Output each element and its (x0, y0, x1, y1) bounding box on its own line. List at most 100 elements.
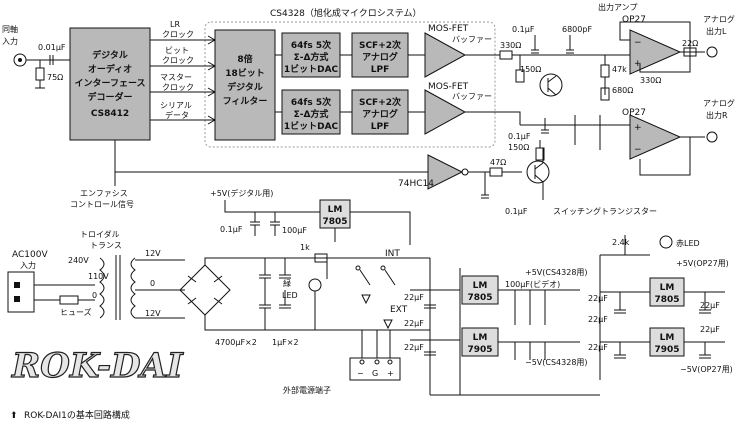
input-cap-label: 0.01μF (38, 43, 66, 52)
c-22a: 22μF (404, 293, 424, 302)
filter-l2: 18ビット (225, 67, 265, 79)
out-l-2: 出力L (706, 26, 727, 36)
reg-c2: 7805 (654, 295, 679, 305)
r-150-r: 150Ω (508, 143, 529, 152)
input-capacitor (49, 55, 54, 65)
ext-label: EXT (390, 305, 408, 315)
c-100-dig: 100μF (282, 226, 307, 235)
amp-label: 出力アンプ (598, 2, 637, 12)
out-r-1: アナログ (703, 98, 735, 108)
c-22h: 22μF (700, 325, 720, 334)
lm7805-top-1: LM (328, 205, 343, 215)
m5-cs: −5V(CS4328用) (525, 358, 588, 367)
receiver-l1: デジタル (92, 49, 128, 61)
ext-term-label: 外部電源端子 (283, 385, 331, 395)
sig-bit-2: クロック (162, 56, 194, 65)
ext-terminal-block (349, 357, 401, 381)
op-r-label: OP27 (622, 108, 646, 118)
c-6800: 6800pF (562, 25, 592, 34)
c-01-r: 0.1μF (508, 132, 531, 141)
dac-r-l2: Σ-Δ方式 (294, 108, 329, 120)
cs4328-frame (204, 21, 496, 148)
buffer-r-l1: MOS-FET (428, 82, 469, 92)
sig-bit-1: ビット (165, 46, 189, 55)
dac-l-l3: 1ビットDAC (284, 63, 339, 75)
toroidal-2: トランス (90, 241, 122, 250)
reg-a2: 7805 (467, 293, 492, 303)
receiver-l5: CS8412 (91, 109, 129, 119)
c-22e: 22μF (588, 315, 608, 324)
reg-b2: 7905 (467, 345, 492, 355)
fuse-label: ヒューズ (60, 307, 92, 317)
lpf-r-l1: SCF+2次 (359, 96, 401, 108)
m5-op: −5V(OP27用) (680, 365, 733, 374)
v12b: 12V (145, 309, 161, 318)
green-led-1: 緑 (283, 278, 291, 288)
term-plus: + (387, 369, 394, 378)
emphasis-line (114, 140, 150, 173)
reg-d1: LM (660, 333, 675, 343)
term-minus: − (357, 369, 364, 378)
c-1: 1μF×2 (272, 338, 299, 347)
fuse-icon (59, 295, 79, 305)
r-680: 680Ω (612, 86, 633, 95)
c-01-top: 0.1μF (512, 25, 535, 34)
c-22c: 22μF (404, 343, 424, 352)
v12a: 12V (145, 249, 161, 258)
v0: 0 (92, 291, 97, 300)
r-24k: 2.4k (612, 238, 630, 247)
sig-mst-2: クロック (162, 83, 194, 92)
dac-r-l3: 1ビットDAC (284, 120, 339, 132)
emphasis-l1: エンファシス (80, 189, 128, 198)
cs8412-block (69, 27, 151, 141)
input-label-1: 同軸 (2, 24, 18, 34)
r-330-fb: 330Ω (640, 76, 661, 85)
buffer-l-l1: MOS-FET (428, 24, 469, 34)
green-led-2: LED (282, 291, 298, 300)
lpf-r-l3: LPF (371, 122, 389, 132)
output-r-jack-icon (706, 131, 718, 143)
output-l-jack-icon (706, 46, 718, 58)
sig-lr-1: LR (170, 20, 180, 29)
switching-transistor-icon (526, 160, 550, 184)
red-led-icon (659, 235, 673, 249)
svg-text:−: − (634, 145, 642, 155)
c-22d: 22μF (588, 294, 608, 303)
lpf-l-l2: アナログ (362, 51, 398, 63)
lpf-block-l (351, 32, 409, 78)
opamp-r-icon (629, 114, 682, 160)
buffer-triangle-l (424, 32, 467, 78)
c-01-sw: 0.1μF (505, 207, 528, 216)
sig-lr-2: クロック (162, 30, 194, 39)
sig-ser-1: シリアル (160, 101, 192, 110)
term-g: G (372, 369, 378, 378)
input-label-2: 入力 (2, 36, 18, 46)
opamp-l-icon (629, 29, 682, 75)
ac-in-label: 入力 (20, 260, 36, 270)
p5-op: +5V(OP27用) (676, 259, 729, 268)
lpf-r-l2: アナログ (362, 108, 398, 120)
reg-c1: LM (660, 283, 675, 293)
r-150-l: 150Ω (520, 65, 541, 74)
ac-inlet-icon (7, 271, 35, 313)
v110: 110V (88, 272, 109, 281)
input-res-label: 75Ω (47, 73, 63, 82)
ic-title: CS4328（旭化成マイクロシステム） (270, 7, 421, 19)
caption: ROK-DAI1の基本回路構成 (24, 409, 130, 421)
int-ext-switch (359, 269, 396, 286)
inverter-label: 74HC14 (398, 179, 434, 189)
digital-filter-block (214, 29, 276, 141)
lpf-l-l1: SCF+2次 (359, 39, 401, 51)
r-330-input: 330Ω (500, 41, 521, 50)
switching-tr-label: スイッチングトランジスター (553, 206, 657, 216)
lpf-l-l3: LPF (371, 65, 389, 75)
c-4700: 4700μF×2 (215, 338, 257, 347)
filter-l1: 8倍 (237, 53, 252, 65)
receiver-l2: オーディオ (88, 63, 132, 75)
signal-bus (150, 39, 215, 121)
c-22b: 22μF (404, 319, 424, 328)
filter-l4: フィルター (223, 95, 268, 107)
svg-text:+: + (634, 123, 642, 133)
dac-r-l1: 64fs 5次 (291, 96, 331, 108)
